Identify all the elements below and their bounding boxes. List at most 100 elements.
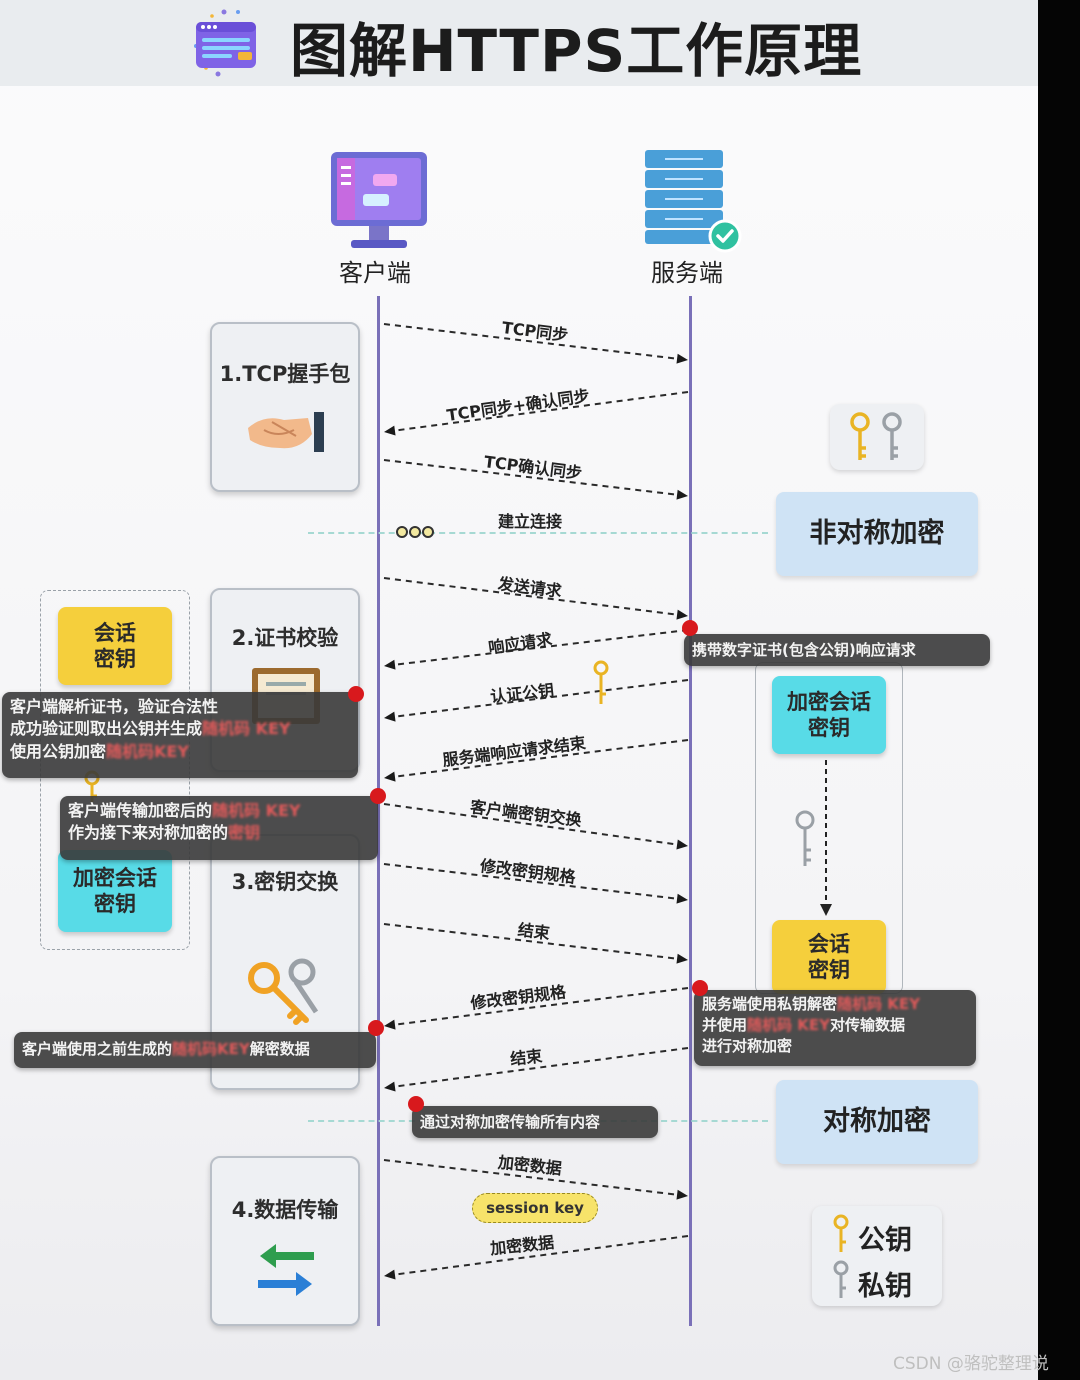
right-encrypted-session-key-box: 加密会话密钥	[772, 676, 886, 754]
key-pair-box	[830, 404, 924, 470]
message-arrow-line	[383, 679, 689, 719]
note-server-decrypt-line3: 进行对称加密	[702, 1037, 793, 1055]
note-server-decrypt-line2a: 并使用	[702, 1016, 748, 1034]
right-session-key-box: 会话密钥	[772, 920, 886, 994]
note-server-cert: 携带数字证书(包含公钥)响应请求	[684, 634, 990, 666]
message-arrow-head	[384, 1269, 396, 1280]
note-client-send-line2a: 作为接下来对称加密的	[68, 823, 229, 843]
session-key-label: session key	[486, 1199, 584, 1217]
left-encrypted-session-key-box: 加密会话密钥	[58, 850, 172, 932]
note-client-parse-line3a: 使用公钥加密	[10, 741, 107, 761]
message-arrow-head	[676, 609, 688, 620]
legend-public-key: 公钥	[858, 1225, 912, 1256]
keys-icon	[248, 958, 319, 1025]
note-server-cert-text: 携带数字证书(包含公钥)响应请求	[692, 641, 916, 659]
message-arrow-head	[384, 425, 396, 436]
note-client-decrypt: 客户端使用之前生成的随机码KEY解密数据	[14, 1032, 376, 1068]
red-marker	[408, 1096, 424, 1112]
message-arrow-line	[383, 739, 689, 779]
left-session-key-box: 会话密钥	[58, 607, 172, 685]
note-symmetric-all: 通过对称加密传输所有内容	[412, 1106, 658, 1138]
msg-established: 建立连接	[498, 512, 563, 531]
transfer-arrows-icon	[258, 1244, 314, 1296]
note-server-decrypt-line2c: 对传输数据	[829, 1016, 905, 1034]
symmetric-encryption-box: 对称加密	[776, 1080, 978, 1164]
client-monitor-icon	[331, 152, 427, 248]
right-session-key-line2: 密钥	[808, 958, 850, 982]
message-arrow-line	[383, 1159, 689, 1197]
public-key-icon	[833, 1214, 849, 1252]
watermark: CSDN @骆驼整理说	[893, 1354, 1049, 1374]
key-pair-icon	[850, 412, 902, 460]
left-session-key-line1: 会话	[94, 620, 136, 645]
red-marker	[370, 788, 386, 804]
legend-private-key: 私钥	[858, 1271, 912, 1302]
phase-tcp-title: 1.TCP握手包	[219, 362, 351, 386]
symmetric-label: 对称加密	[823, 1106, 931, 1138]
phase-key-title: 3.密钥交换	[231, 870, 339, 894]
message-arrow-line	[383, 459, 689, 497]
left-session-key-line2: 密钥	[94, 647, 136, 671]
server-rack-icon	[645, 150, 742, 253]
message-arrow-line	[383, 577, 689, 617]
auth-key-icon	[593, 660, 609, 704]
private-key-icon	[833, 1260, 849, 1298]
note-client-parse-line2a: 成功验证则取出公钥并生成	[10, 719, 203, 739]
message-arrow-line	[383, 803, 689, 847]
message-arrow-line	[383, 863, 689, 901]
message-arrow-head	[384, 1081, 396, 1092]
message-arrow-line	[383, 323, 689, 361]
note-client-parse-line2b: 随机码 KEY	[202, 719, 291, 739]
message-arrow-line	[383, 923, 689, 961]
client-label: 客户端	[339, 259, 411, 287]
session-key-badge: session key	[472, 1193, 598, 1223]
message-arrow-head	[676, 353, 688, 364]
note-client-decrypt-line1b: 随机码KEY	[172, 1040, 250, 1058]
message-arrow-head	[676, 1189, 688, 1200]
document-list-icon	[194, 9, 256, 77]
note-server-decrypt-line2b: 随机码 KEY	[747, 1016, 830, 1034]
header-bar	[0, 0, 1038, 86]
note-client-parse: 客户端解析证书，验证合法性 成功验证则取出公钥并生成随机码 KEY 使用公钥加密…	[2, 692, 358, 778]
note-client-parse-line3b: 随机码KEY	[106, 741, 189, 761]
left-enc-key-line1: 加密会话	[73, 865, 157, 890]
asymmetric-label: 非对称加密	[809, 518, 945, 550]
right-black-strip	[1038, 0, 1080, 1380]
right-session-key-line1: 会话	[808, 931, 850, 956]
server-label: 服务端	[651, 259, 723, 287]
note-client-send-line1a: 客户端传输加密后的	[68, 801, 213, 820]
note-client-send-line1b: 随机码 KEY	[212, 801, 301, 820]
message-arrow-line	[383, 391, 689, 433]
red-marker	[348, 686, 364, 702]
phase-cert-title: 2.证书校验	[231, 626, 339, 650]
client-lifeline	[377, 296, 380, 1326]
message-arrow-head	[676, 893, 688, 904]
right-enc-key-line2: 密钥	[808, 716, 850, 740]
red-marker	[368, 1020, 384, 1036]
phase-data-transfer: 4.数据传输	[210, 1156, 360, 1326]
message-arrow-head	[384, 1019, 396, 1030]
note-client-send-line2b: 密钥	[228, 823, 261, 843]
left-enc-key-line2: 密钥	[94, 892, 136, 916]
red-marker	[682, 620, 698, 636]
msg-finished-2: 结束	[509, 1046, 544, 1069]
phase-tcp-handshake: 1.TCP握手包	[210, 322, 360, 492]
message-arrow-line	[383, 629, 689, 667]
message-arrow-head	[676, 953, 688, 964]
note-symmetric-all-text: 通过对称加密传输所有内容	[420, 1113, 601, 1131]
connection-dots-icon	[396, 526, 434, 538]
note-server-decrypt-line1a: 服务端使用私钥解密	[702, 995, 838, 1013]
note-client-send: 客户端传输加密后的随机码 KEY 作为接下来对称加密的密钥	[60, 796, 378, 860]
right-private-key-icon	[795, 810, 815, 866]
page-title: 图解HTTPS工作原理	[290, 17, 863, 85]
handshake-icon	[248, 412, 324, 452]
message-arrow-head	[384, 711, 396, 722]
red-marker	[692, 980, 708, 996]
note-client-decrypt-line1a: 客户端使用之前生成的	[22, 1040, 173, 1058]
note-client-parse-line1: 客户端解析证书，验证合法性	[10, 697, 219, 716]
message-arrow-line	[383, 1047, 689, 1089]
note-client-decrypt-line1c: 解密数据	[249, 1040, 310, 1058]
decrypt-arrow	[820, 760, 832, 916]
